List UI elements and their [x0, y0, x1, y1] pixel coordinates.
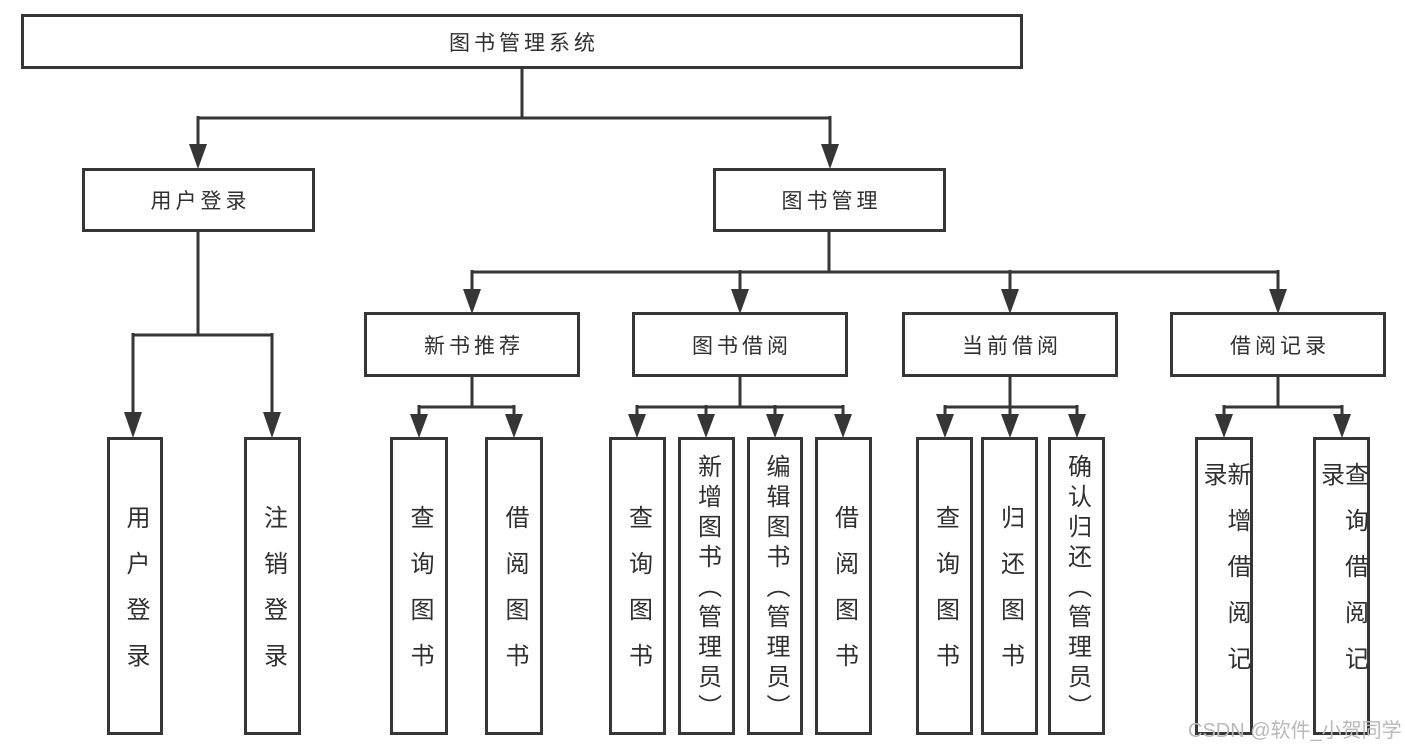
- leaf-bb-edit-books: 编辑图书（管理员）: [747, 437, 803, 735]
- node-new-book-rec: 新书推荐: [364, 312, 580, 377]
- arrow-down-icon: [189, 144, 207, 169]
- connector-book-mgmt: [470, 230, 1280, 291]
- arrow-down-icon: [936, 414, 954, 438]
- arrow-down-icon: [1215, 414, 1233, 438]
- arrow-down-icon: [1333, 414, 1351, 438]
- connector-root: [196, 67, 832, 146]
- node-book-mgmt: 图书管理: [713, 168, 946, 232]
- arrow-down-icon: [1269, 289, 1287, 314]
- connector-current-borrow: [943, 375, 1079, 416]
- csdn-watermark: CSDN @软件_小贺同学: [1188, 720, 1402, 742]
- arrow-down-icon: [731, 289, 749, 314]
- arrow-down-icon: [263, 412, 281, 438]
- node-current-borrow: 当前借阅: [902, 312, 1118, 377]
- arrow-down-icon: [697, 414, 715, 438]
- connector-user-login: [131, 230, 274, 414]
- leaf-bb-borrow-books: 借阅图书: [815, 437, 872, 735]
- arrow-down-icon: [821, 144, 839, 169]
- arrow-down-icon: [463, 289, 481, 314]
- arrow-down-icon: [124, 412, 142, 438]
- arrow-down-icon: [1068, 414, 1086, 438]
- leaf-cb-confirm-return: 确认归还（管理员）: [1048, 437, 1105, 735]
- node-borrow-records: 借阅记录: [1170, 312, 1386, 377]
- leaf-cb-return-books: 归还图书: [981, 437, 1038, 735]
- node-user-login: 用户登录: [82, 168, 315, 232]
- node-root: 图书管理系统: [21, 14, 1023, 69]
- leaf-br-add-record: 新增借阅记录: [1195, 437, 1253, 735]
- leaf-bb-query-books: 查询图书: [609, 437, 666, 735]
- arrow-down-icon: [766, 414, 784, 438]
- connector-borrow-records: [1222, 375, 1344, 416]
- leaf-cb-query-books: 查询图书: [916, 437, 973, 735]
- leaf-nbr-borrow-books: 借阅图书: [485, 437, 543, 735]
- arrow-down-icon: [1001, 414, 1019, 438]
- node-book-borrow: 图书借阅: [632, 312, 848, 377]
- leaf-bb-add-books: 新增图书（管理员）: [678, 437, 735, 735]
- arrow-down-icon: [1001, 289, 1019, 314]
- connector-new-book-rec: [417, 375, 516, 416]
- leaf-nbr-query-books: 查询图书: [390, 437, 448, 735]
- leaf-user-login: 用户登录: [107, 437, 163, 735]
- leaf-br-query-record: 查询借阅记录: [1313, 437, 1370, 735]
- leaf-logout: 注销登录: [244, 437, 301, 735]
- arrow-down-icon: [505, 414, 523, 438]
- arrow-down-icon: [410, 414, 428, 438]
- arrow-down-icon: [628, 414, 646, 438]
- arrow-down-icon: [834, 414, 852, 438]
- connector-book-borrow: [635, 375, 845, 416]
